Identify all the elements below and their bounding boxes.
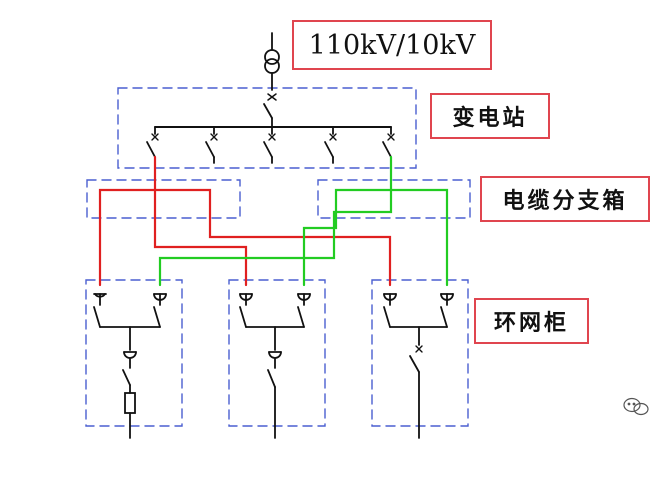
substation-label: 变电站	[430, 93, 550, 139]
branch-box-left-enclosure	[86, 179, 241, 219]
cable-branch-box-label: 电缆分支箱	[480, 176, 650, 222]
wechat-watermark-icon	[623, 397, 649, 416]
ring-cabinet-3	[383, 293, 454, 439]
dashed-enclosures	[85, 87, 471, 427]
green-cable-feeders	[158, 155, 449, 287]
ring-cabinet-3-enclosure	[371, 279, 469, 427]
fuse-icon	[124, 392, 136, 414]
substation-enclosure	[117, 87, 417, 169]
red-cable-feeders	[98, 155, 392, 287]
main-breaker	[263, 93, 277, 128]
ring-cabinet-2-enclosure	[228, 279, 326, 427]
ring-main-unit-label: 环网柜	[474, 298, 589, 344]
ring-cabinet-2	[239, 293, 311, 439]
ring-cabinet-1-enclosure	[85, 279, 183, 427]
feeder-breakers	[146, 126, 395, 164]
voltage-label: 110kV/10kV	[292, 20, 492, 70]
ring-cabinet-units	[93, 293, 454, 439]
ring-cabinet-1	[93, 293, 167, 439]
transformer-icon	[264, 32, 280, 91]
branch-box-right-enclosure	[317, 179, 471, 219]
